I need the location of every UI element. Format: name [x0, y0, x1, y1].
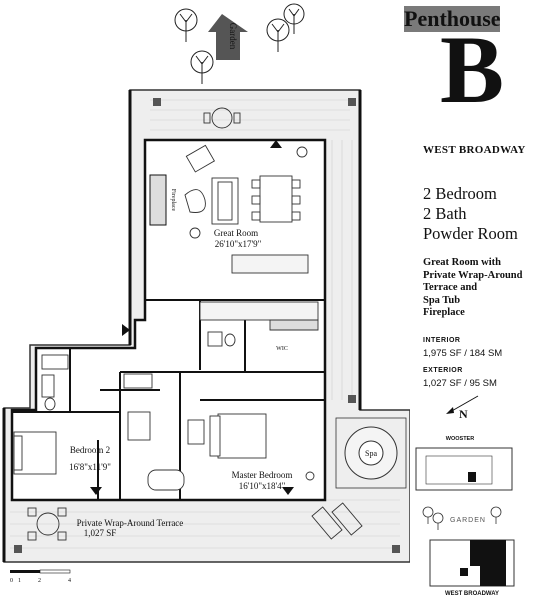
interior-value: 1,975 SF / 184 SM — [423, 348, 503, 359]
feature-item: Terrace and — [423, 282, 478, 293]
key-plan: WOOSTER GARDEN WEST BROADWAY — [415, 436, 515, 597]
north-arrow-icon — [446, 395, 479, 414]
keyplan-bottom-street: WEST BROADWAY — [445, 591, 499, 597]
tree-icon — [266, 18, 290, 52]
great-room-dim: 26'10"x17'9" — [215, 239, 262, 249]
bath-fixtures — [41, 331, 236, 491]
fireplace-label: Fireplace — [170, 189, 176, 212]
keyplan-top-street: WOOSTER — [446, 436, 474, 442]
master-dim: 16'10"x18'4" — [239, 481, 286, 491]
terrace-label: Private Wrap-Around Terrace — [77, 518, 184, 528]
scale-bar: 0 1 2 4 — [10, 569, 71, 584]
tree-icon — [422, 506, 434, 524]
tree-icon — [283, 3, 305, 34]
bedroom2-label: Bedroom 2 — [70, 445, 110, 455]
tree-icon — [174, 8, 198, 42]
garden-arrow-label: Garden — [228, 23, 238, 50]
scale-tick: 2 — [38, 578, 41, 584]
master-label: Master Bedroom — [232, 470, 293, 480]
feature-item: Spa Tub — [423, 294, 461, 306]
tree-icon — [490, 506, 502, 524]
scale-tick: 4 — [68, 578, 71, 584]
keyplan-trees — [422, 506, 502, 530]
spa-label: Spa — [365, 449, 377, 458]
interior-label: INTERIOR — [423, 337, 461, 344]
feature-item: Fireplace — [423, 307, 465, 318]
keyplan-garden: GARDEN — [450, 517, 486, 524]
entry-marker — [90, 487, 102, 495]
exterior-label: EXTERIOR — [423, 367, 463, 374]
bedroom2-dim: 16'8"x11'9" — [69, 462, 111, 472]
unit-letter: B — [440, 16, 505, 123]
great-room-label: Great Room — [214, 228, 258, 238]
unit-summary: 2 Bedroom 2 Bath Powder Room — [423, 184, 518, 244]
scale-tick: 0 — [10, 578, 13, 584]
tree-icon — [190, 50, 214, 84]
kitchen — [199, 254, 319, 331]
entry-marker — [270, 140, 282, 148]
north-label: N — [459, 407, 468, 421]
garden-arrow: Garden — [208, 14, 248, 60]
floor-plan: Garden Fireplace — [2, 3, 410, 584]
terrace-furniture-bottom — [27, 502, 363, 541]
feature-item: Great Room with — [423, 257, 501, 268]
features-list: Great Room with Private Wrap-Around Terr… — [423, 257, 522, 320]
terrace-table-top — [203, 107, 241, 129]
wic-label: WIC — [276, 346, 288, 352]
terrace-sf: 1,027 SF — [84, 528, 117, 538]
exterior-value: 1,027 SF / 95 SM — [423, 378, 497, 389]
master-bed — [209, 413, 315, 481]
tree-icon — [432, 512, 444, 530]
bedroom2-bed — [13, 431, 57, 475]
great-room-furniture — [184, 144, 308, 239]
entry-marker — [122, 324, 130, 336]
garden-trees — [174, 3, 305, 84]
bedrooms-count: 2 Bedroom — [423, 184, 497, 203]
interior-outline — [10, 138, 327, 502]
street-name: WEST BROADWAY — [423, 144, 526, 156]
penthouse-badge: Penthouse — [404, 6, 501, 32]
powder-room: Powder Room — [423, 224, 518, 243]
scale-tick: 1 — [18, 578, 21, 584]
baths-count: 2 Bath — [423, 204, 467, 223]
room-labels: Great Room 26'10"x17'9" WIC Bedroom 2 16… — [69, 228, 377, 538]
feature-item: Private Wrap-Around — [423, 269, 523, 281]
entry-marker — [282, 487, 294, 495]
spa-tub — [335, 417, 407, 489]
